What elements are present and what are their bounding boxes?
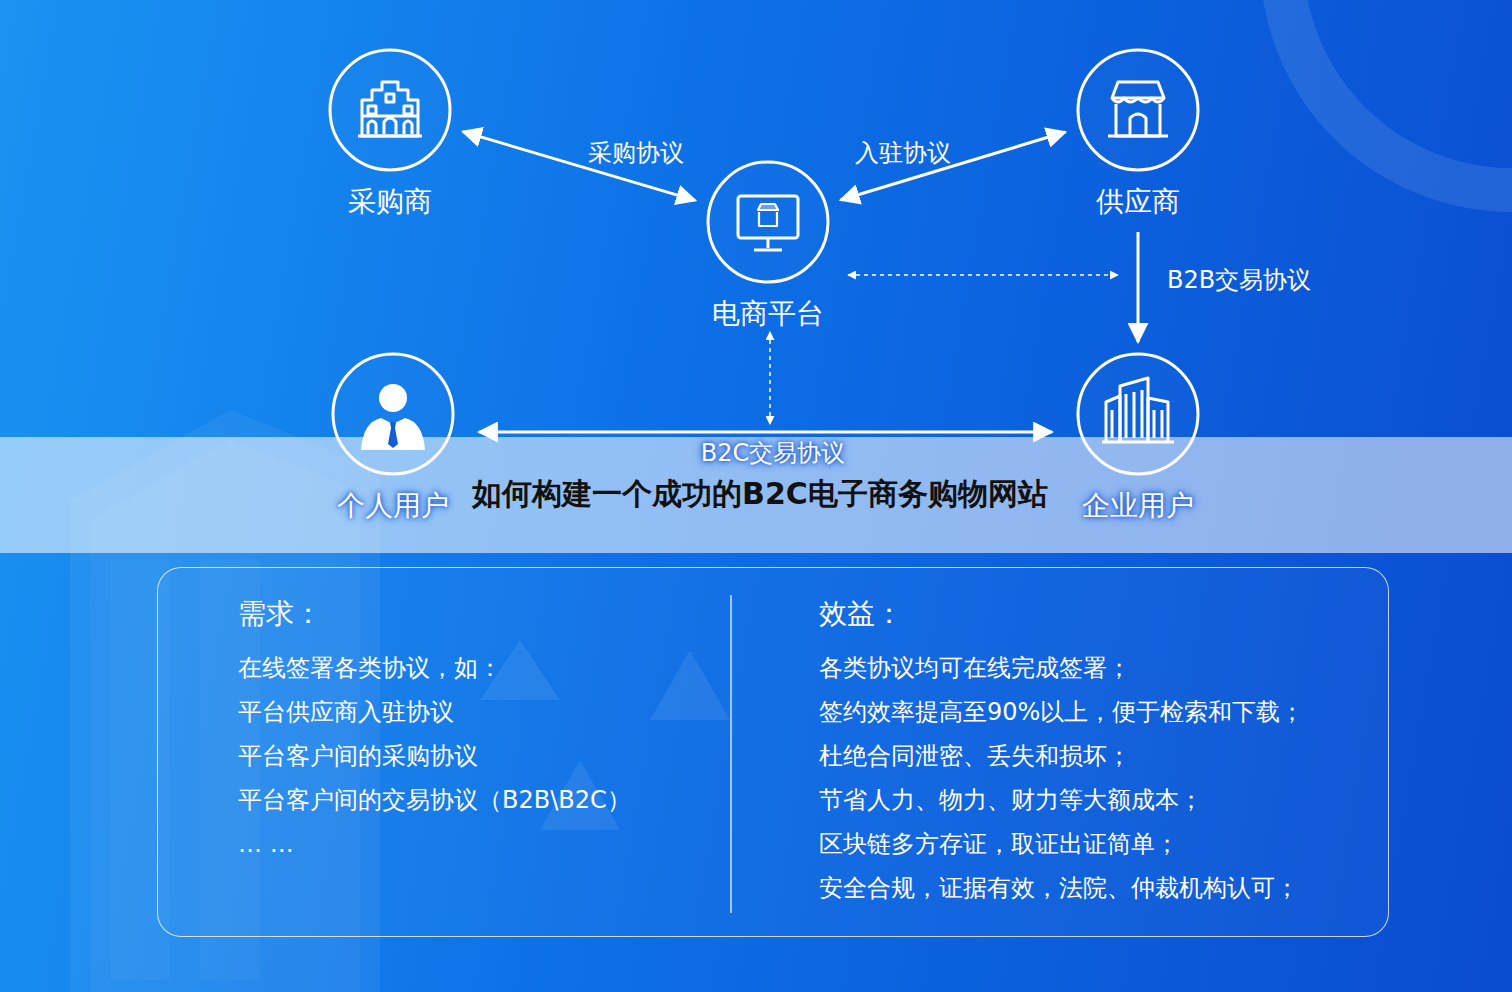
connector-arrow bbox=[463, 132, 695, 201]
column-item: 在线签署各类协议，如： bbox=[238, 646, 631, 690]
node-circle bbox=[1076, 48, 1200, 172]
node-circle bbox=[331, 352, 455, 476]
supplier-node: 供应商 bbox=[1028, 48, 1248, 218]
node-circle bbox=[1076, 352, 1200, 476]
column-item: 各类协议均可在线完成签署； bbox=[819, 646, 1304, 690]
buyer-node: 采购商 bbox=[280, 48, 500, 218]
column-item: 杜绝合同泄密、丢失和损坏； bbox=[819, 734, 1304, 778]
benefits-column: 效益： 各类协议均可在线完成签署；签约效率提高至90%以上，便于检索和下载；杜绝合… bbox=[819, 596, 1304, 910]
divider-line bbox=[729, 595, 733, 915]
decor-arc bbox=[1282, 0, 1512, 190]
page-title: 如何构建一个成功的B2C电子商务购物网站 bbox=[0, 476, 1512, 512]
dashed-link bbox=[769, 332, 771, 424]
column-item: 节省人力、物力、财力等大额成本； bbox=[819, 778, 1304, 822]
title-text: 如何构建一个成功的B2C电子商务购物网站 bbox=[472, 476, 1048, 511]
column-item: 平台客户间的交易协议（B2B\B2C） bbox=[238, 778, 631, 822]
edge-label: 入驻协议 bbox=[855, 139, 951, 167]
column-heading: 效益： bbox=[819, 596, 1304, 632]
column-item: 安全合规，证据有效，法院、仲裁机构认可； bbox=[819, 866, 1304, 910]
column-heading: 需求： bbox=[238, 596, 631, 632]
node-label: 电商平台 bbox=[658, 298, 878, 330]
enterprise-node: 企业用户 bbox=[1028, 352, 1248, 522]
edge-label: B2C交易协议 bbox=[701, 439, 846, 467]
edge-label: B2B交易协议 bbox=[1167, 266, 1311, 294]
connector-arrow bbox=[841, 132, 1066, 200]
platform-node: 电商平台 bbox=[658, 160, 878, 330]
column-item: … … bbox=[238, 822, 631, 866]
node-circle bbox=[706, 160, 830, 284]
node-label: 供应商 bbox=[1028, 186, 1248, 218]
connector-arrow bbox=[479, 431, 1052, 434]
edge-label: 采购协议 bbox=[588, 139, 684, 167]
connector-arrow bbox=[1137, 232, 1140, 342]
node-label: 企业用户 bbox=[1028, 490, 1248, 522]
node-label: 采购商 bbox=[280, 186, 500, 218]
node-circle bbox=[328, 48, 452, 172]
column-item: 平台客户间的采购协议 bbox=[238, 734, 631, 778]
consumer-node: 个人用户 bbox=[283, 352, 503, 522]
column-item: 区块链多方存证，取证出证简单； bbox=[819, 822, 1304, 866]
column-item: 签约效率提高至90%以上，便于检索和下载； bbox=[819, 690, 1304, 734]
node-label: 个人用户 bbox=[283, 490, 503, 522]
dashed-link bbox=[848, 274, 1118, 276]
column-item: 平台供应商入驻协议 bbox=[238, 690, 631, 734]
needs-column: 需求： 在线签署各类协议，如：平台供应商入驻协议平台客户间的采购协议平台客户间的交… bbox=[238, 596, 631, 866]
